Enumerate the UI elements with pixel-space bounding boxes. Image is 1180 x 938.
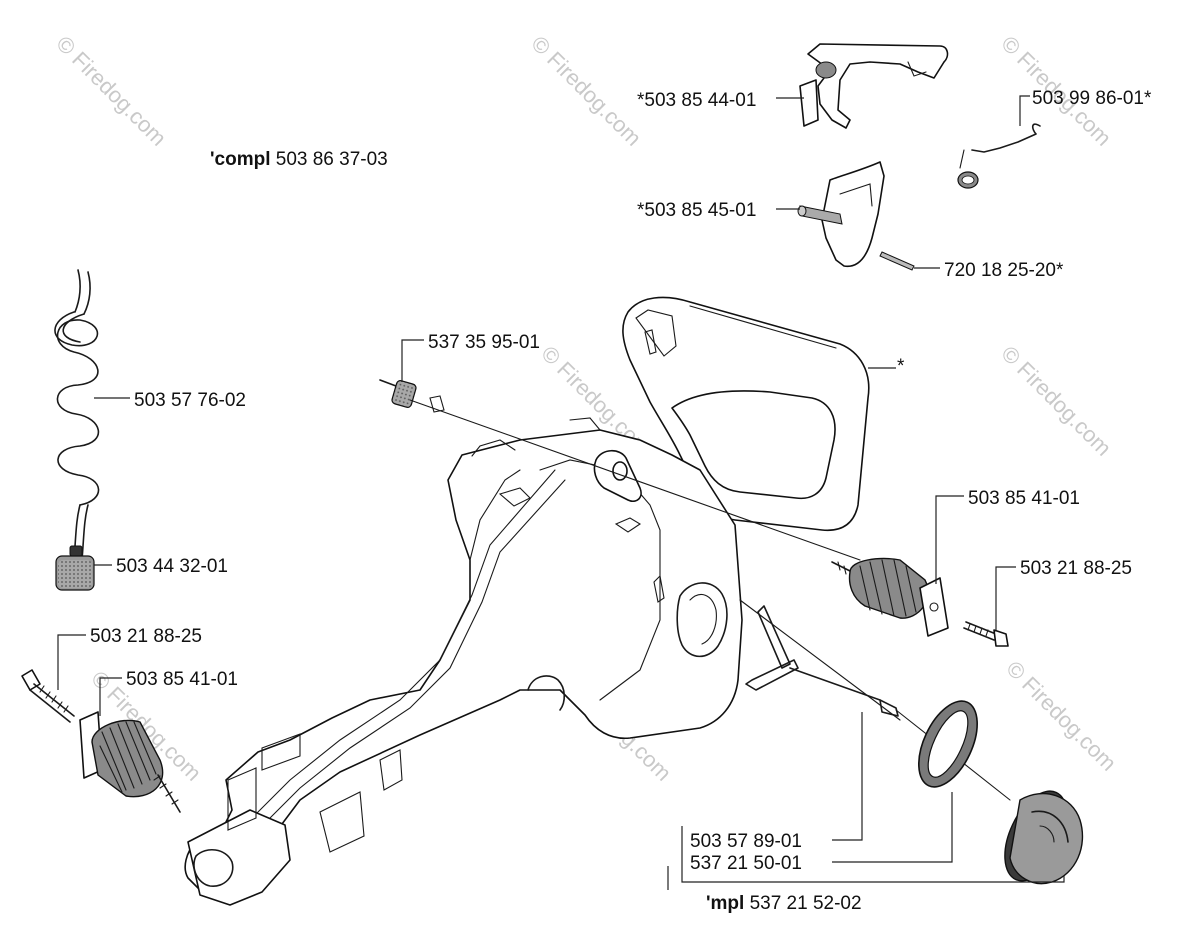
fuel-hose-coil	[54, 269, 100, 561]
label-asterisk: *	[897, 356, 905, 377]
part-labels: 'compl 503 86 37-03 *503 85 44-01 503 99…	[90, 88, 1152, 914]
pin	[879, 251, 915, 271]
label-seal: 537 21 50-01	[690, 853, 802, 874]
fuel-cap	[1004, 790, 1084, 885]
fuel-filter-left	[55, 545, 95, 591]
top-bracket	[799, 43, 949, 129]
label-fuel-filter: 503 44 32-01	[116, 556, 228, 577]
watermark: © Firedog.com	[1001, 656, 1121, 776]
label-lever: *503 85 45-01	[637, 200, 756, 221]
label-handle-assembly: 'compl 503 86 37-03	[210, 149, 388, 170]
trigger-lever	[797, 161, 885, 268]
screw-right	[963, 621, 1009, 647]
label-cap-assembly: 'mpl 537 21 52-02	[706, 893, 862, 914]
cap-seal	[918, 700, 978, 788]
label-vent: 503 57 89-01	[690, 831, 802, 852]
tank-handle-body	[184, 296, 870, 906]
label-top-bracket: *503 85 44-01	[637, 90, 756, 111]
label-filter-upper: 537 35 95-01	[428, 332, 540, 353]
av-spring-right	[831, 557, 949, 637]
av-spring-left	[79, 711, 181, 813]
label-pin: 720 18 25-20*	[944, 260, 1064, 281]
label-screw-left: 503 21 88-25	[90, 626, 202, 647]
watermark: © Firedog.com	[526, 31, 646, 151]
label-fuel-hose: 503 57 76-02	[134, 390, 246, 411]
label-av-left: 503 85 41-01	[126, 669, 238, 690]
label-screw-right: 503 21 88-25	[1020, 558, 1132, 579]
trigger-spring	[957, 123, 1041, 189]
screw-left	[21, 669, 75, 723]
label-av-right: 503 85 41-01	[968, 488, 1080, 509]
leader-lines	[57, 95, 1065, 890]
watermark: © Firedog.com	[51, 31, 171, 151]
upper-filter	[379, 379, 861, 561]
label-spring-top: 503 99 86-01*	[1032, 88, 1152, 109]
vent-assembly	[739, 599, 1011, 801]
watermark: © Firedog.com	[996, 341, 1116, 461]
